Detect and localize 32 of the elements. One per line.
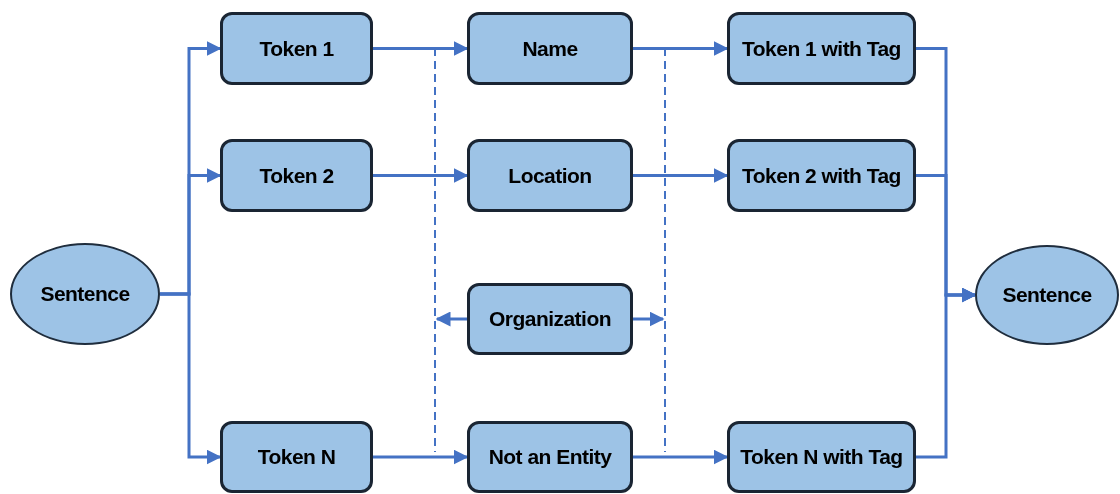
node-label: Token N: [257, 444, 336, 471]
process-box: [467, 139, 633, 212]
arrow: [633, 449, 729, 465]
arrow: [633, 41, 729, 56]
process-box: [220, 139, 373, 212]
arrow: [373, 41, 469, 56]
node-label: Sentence: [1002, 282, 1092, 309]
process-box: [727, 421, 916, 493]
process-box: [727, 139, 916, 212]
node-label: Not an Entity: [488, 444, 612, 471]
node-label: Token 1: [259, 35, 334, 62]
node-label: Token 2: [259, 162, 334, 189]
process-box: [727, 12, 916, 85]
arrow: [633, 168, 729, 183]
node-label: Token 2 with Tag: [742, 162, 901, 189]
process-box: [467, 421, 633, 493]
node-label: Token N with Tag: [740, 444, 903, 471]
process-box: [220, 421, 373, 493]
process-box: [467, 12, 633, 85]
arrow: [435, 311, 467, 327]
arrow: [160, 292, 222, 465]
arrow: [373, 168, 469, 183]
arrow: [916, 287, 977, 459]
node-label: Name: [522, 35, 578, 62]
node-label: Location: [508, 162, 592, 189]
process-box: [467, 283, 633, 355]
node-label: Token 1 with Tag: [742, 35, 901, 62]
node-label: Organization: [488, 306, 611, 333]
node-label: Sentence: [40, 281, 130, 308]
process-box: [220, 12, 373, 85]
arrow: [373, 449, 469, 465]
arrow: [633, 311, 665, 327]
